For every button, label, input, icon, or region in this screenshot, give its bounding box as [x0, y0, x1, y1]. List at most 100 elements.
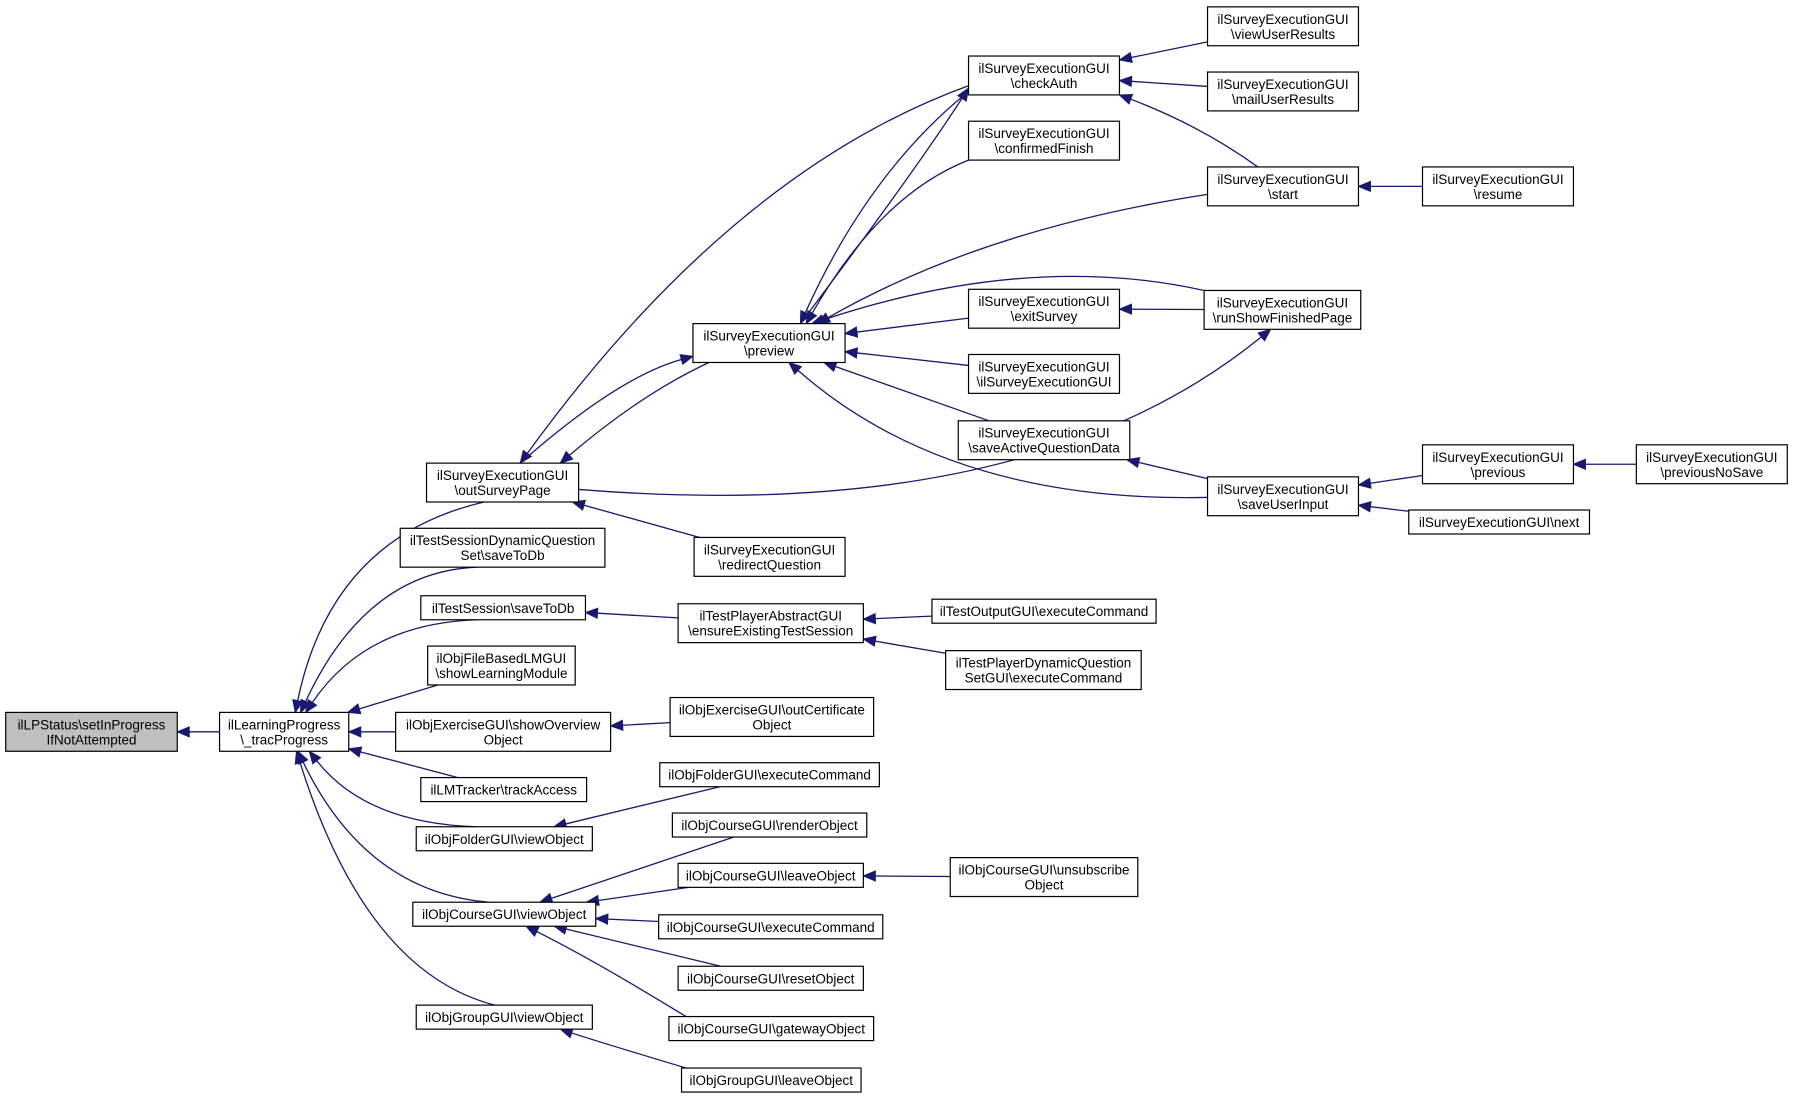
node-label-line: ilSurveyExecutionGUI	[1217, 172, 1348, 187]
node-label-line: ilSurveyExecutionGUI	[1432, 172, 1563, 187]
call-edge-previous-to-saveUser	[1357, 474, 1423, 489]
call-edge-testOut-to-ensure	[862, 612, 932, 625]
edge-line	[297, 501, 485, 701]
node-label-line: ilSurveyExecutionGUI	[978, 426, 1109, 441]
edge-line	[827, 193, 1208, 319]
node-box	[671, 812, 868, 838]
node-courseGateway[interactable]: ilObjCourseGUI\gatewayObject	[668, 1015, 875, 1042]
node-label-line: ilObjFileBasedLMGUI	[437, 651, 567, 666]
node-saveUser[interactable]: ilSurveyExecutionGUI\saveUserInput	[1206, 476, 1360, 517]
node-label-line: \resume	[1474, 187, 1523, 202]
call-edge-track-to-root	[175, 726, 220, 738]
node-runShow[interactable]: ilSurveyExecutionGUI\runShowFinishedPage	[1203, 289, 1362, 330]
node-label-line: ilSurveyExecutionGUI	[1646, 450, 1777, 465]
node-confirmed[interactable]: ilSurveyExecutionGUI\confirmedFinish	[967, 120, 1121, 161]
node-outSurveyPage[interactable]: ilSurveyExecutionGUI\outSurveyPage	[425, 462, 580, 503]
arrowhead	[843, 347, 859, 359]
node-exitSurvey[interactable]: ilSurveyExecutionGUI\exitSurvey	[967, 288, 1121, 329]
node-box	[1206, 476, 1360, 517]
node-mailUser[interactable]: ilSurveyExecutionGUI\mailUserResults	[1206, 71, 1360, 112]
node-folderExec[interactable]: ilObjFolderGUI\executeCommand	[659, 762, 880, 788]
node-courseLeave[interactable]: ilObjCourseGUI\leaveObject	[677, 862, 864, 888]
arrowhead	[609, 719, 624, 731]
node-label-line: ilObjExerciseGUI\showOverview	[406, 717, 601, 732]
node-label-line: \confirmedFinish	[994, 141, 1093, 156]
edge-line	[1370, 474, 1423, 484]
node-ensure[interactable]: ilTestPlayerAbstractGUI\ensureExistingTe…	[677, 603, 864, 644]
node-label-line: ilObjGroupGUI\viewObject	[425, 1010, 584, 1025]
node-preview[interactable]: ilSurveyExecutionGUI\preview	[692, 323, 846, 364]
arrowhead	[1118, 303, 1133, 315]
node-label-line: ilTestOutputGUI\executeCommand	[940, 604, 1149, 619]
node-label-line: \outSurveyPage	[455, 483, 551, 498]
node-start[interactable]: ilSurveyExecutionGUI\start	[1206, 166, 1360, 207]
arrowhead	[524, 925, 540, 937]
node-label-line: \previous	[1471, 465, 1526, 480]
node-label-line: ilSurveyExecutionGUI	[978, 61, 1109, 76]
node-box	[658, 914, 884, 940]
arrowhead	[1257, 328, 1272, 342]
node-label-line: ilTestPlayerAbstractGUI	[699, 609, 842, 624]
node-lmTrack[interactable]: ilLMTracker\trackAccess	[420, 776, 588, 803]
node-next[interactable]: ilSurveyExecutionGUI\next	[1408, 509, 1591, 535]
node-label-line: ilObjCourseGUI\leaveObject	[686, 868, 856, 883]
call-edge-courseGateway-to-courseView	[524, 925, 687, 1018]
node-resume[interactable]: ilSurveyExecutionGUI\resume	[1421, 166, 1575, 207]
node-courseView[interactable]: ilObjCourseGUI\viewObject	[412, 901, 597, 927]
arrowhead	[559, 450, 574, 464]
node-courseRender[interactable]: ilObjCourseGUI\renderObject	[671, 812, 868, 838]
edge-line	[875, 615, 932, 620]
node-box	[1206, 71, 1360, 112]
node-label-line: ilSurveyExecutionGUI	[1217, 482, 1348, 497]
node-label-line: \saveUserInput	[1238, 497, 1329, 512]
node-box	[415, 826, 593, 852]
edge-line	[835, 365, 990, 422]
call-edge-outSurveyPage-to-track	[292, 501, 485, 714]
node-box	[692, 323, 846, 364]
node-tsSave[interactable]: ilTestSession\saveToDb	[420, 595, 587, 621]
node-box	[412, 901, 597, 927]
call-edge-courseRender-to-courseView	[538, 836, 735, 904]
node-previous[interactable]: ilSurveyExecutionGUI\previous	[1421, 444, 1575, 485]
edge-line	[360, 751, 459, 779]
node-testDyn[interactable]: ilTestPlayerDynamicQuestionSetGUI\execut…	[945, 650, 1142, 691]
node-testOut[interactable]: ilTestOutputGUI\executeCommand	[931, 598, 1157, 624]
node-viewUser[interactable]: ilSurveyExecutionGUI\viewUserResults	[1206, 6, 1360, 47]
node-box	[5, 711, 178, 752]
node-courseReset[interactable]: ilObjCourseGUI\resetObject	[677, 965, 864, 991]
node-label-line: ilObjFolderGUI\executeCommand	[668, 768, 871, 783]
node-box	[399, 527, 606, 568]
arrowhead	[1357, 477, 1372, 489]
node-label-line: ilSurveyExecutionGUI	[1217, 12, 1348, 27]
node-fileLM[interactable]: ilObjFileBasedLMGUI\showLearningModule	[427, 645, 576, 686]
node-groupView[interactable]: ilObjGroupGUI\viewObject	[415, 1004, 593, 1030]
node-track[interactable]: ilLearningProgress\_tracProgress	[218, 711, 350, 752]
edge-line	[359, 684, 438, 710]
arrowhead	[805, 309, 818, 325]
node-redirect[interactable]: ilSurveyExecutionGUI\redirectQuestion	[693, 536, 846, 577]
call-edge-groupView-to-track	[294, 750, 495, 1006]
node-folderView[interactable]: ilObjFolderGUI\viewObject	[415, 826, 593, 852]
call-edge-checkAuth-to-outSurveyPage	[519, 85, 969, 465]
node-checkAuth[interactable]: ilSurveyExecutionGUI\checkAuth	[967, 55, 1121, 96]
node-ctor[interactable]: ilSurveyExecutionGUI\ilSurveyExecutionGU…	[967, 353, 1121, 394]
node-prevNoSave[interactable]: ilSurveyExecutionGUI\previousNoSave	[1635, 444, 1788, 485]
arrowhead	[862, 870, 876, 882]
node-saveActive[interactable]: ilSurveyExecutionGUI\saveActiveQuestionD…	[957, 420, 1131, 461]
call-edge-courseLeave-to-courseView	[585, 886, 689, 907]
call-edge-folderView-to-track	[308, 750, 477, 828]
node-box	[945, 650, 1142, 691]
node-courseExec[interactable]: ilObjCourseGUI\executeCommand	[658, 914, 884, 940]
node-groupLeave[interactable]: ilObjGroupGUI\leaveObject	[680, 1067, 862, 1093]
arrowhead	[584, 607, 599, 619]
call-edge-lmTrack-to-track	[347, 746, 459, 779]
node-label-line: ilObjFolderGUI\viewObject	[425, 832, 584, 847]
call-edge-tsSave-to-track	[304, 619, 478, 714]
arrowhead	[862, 635, 877, 647]
